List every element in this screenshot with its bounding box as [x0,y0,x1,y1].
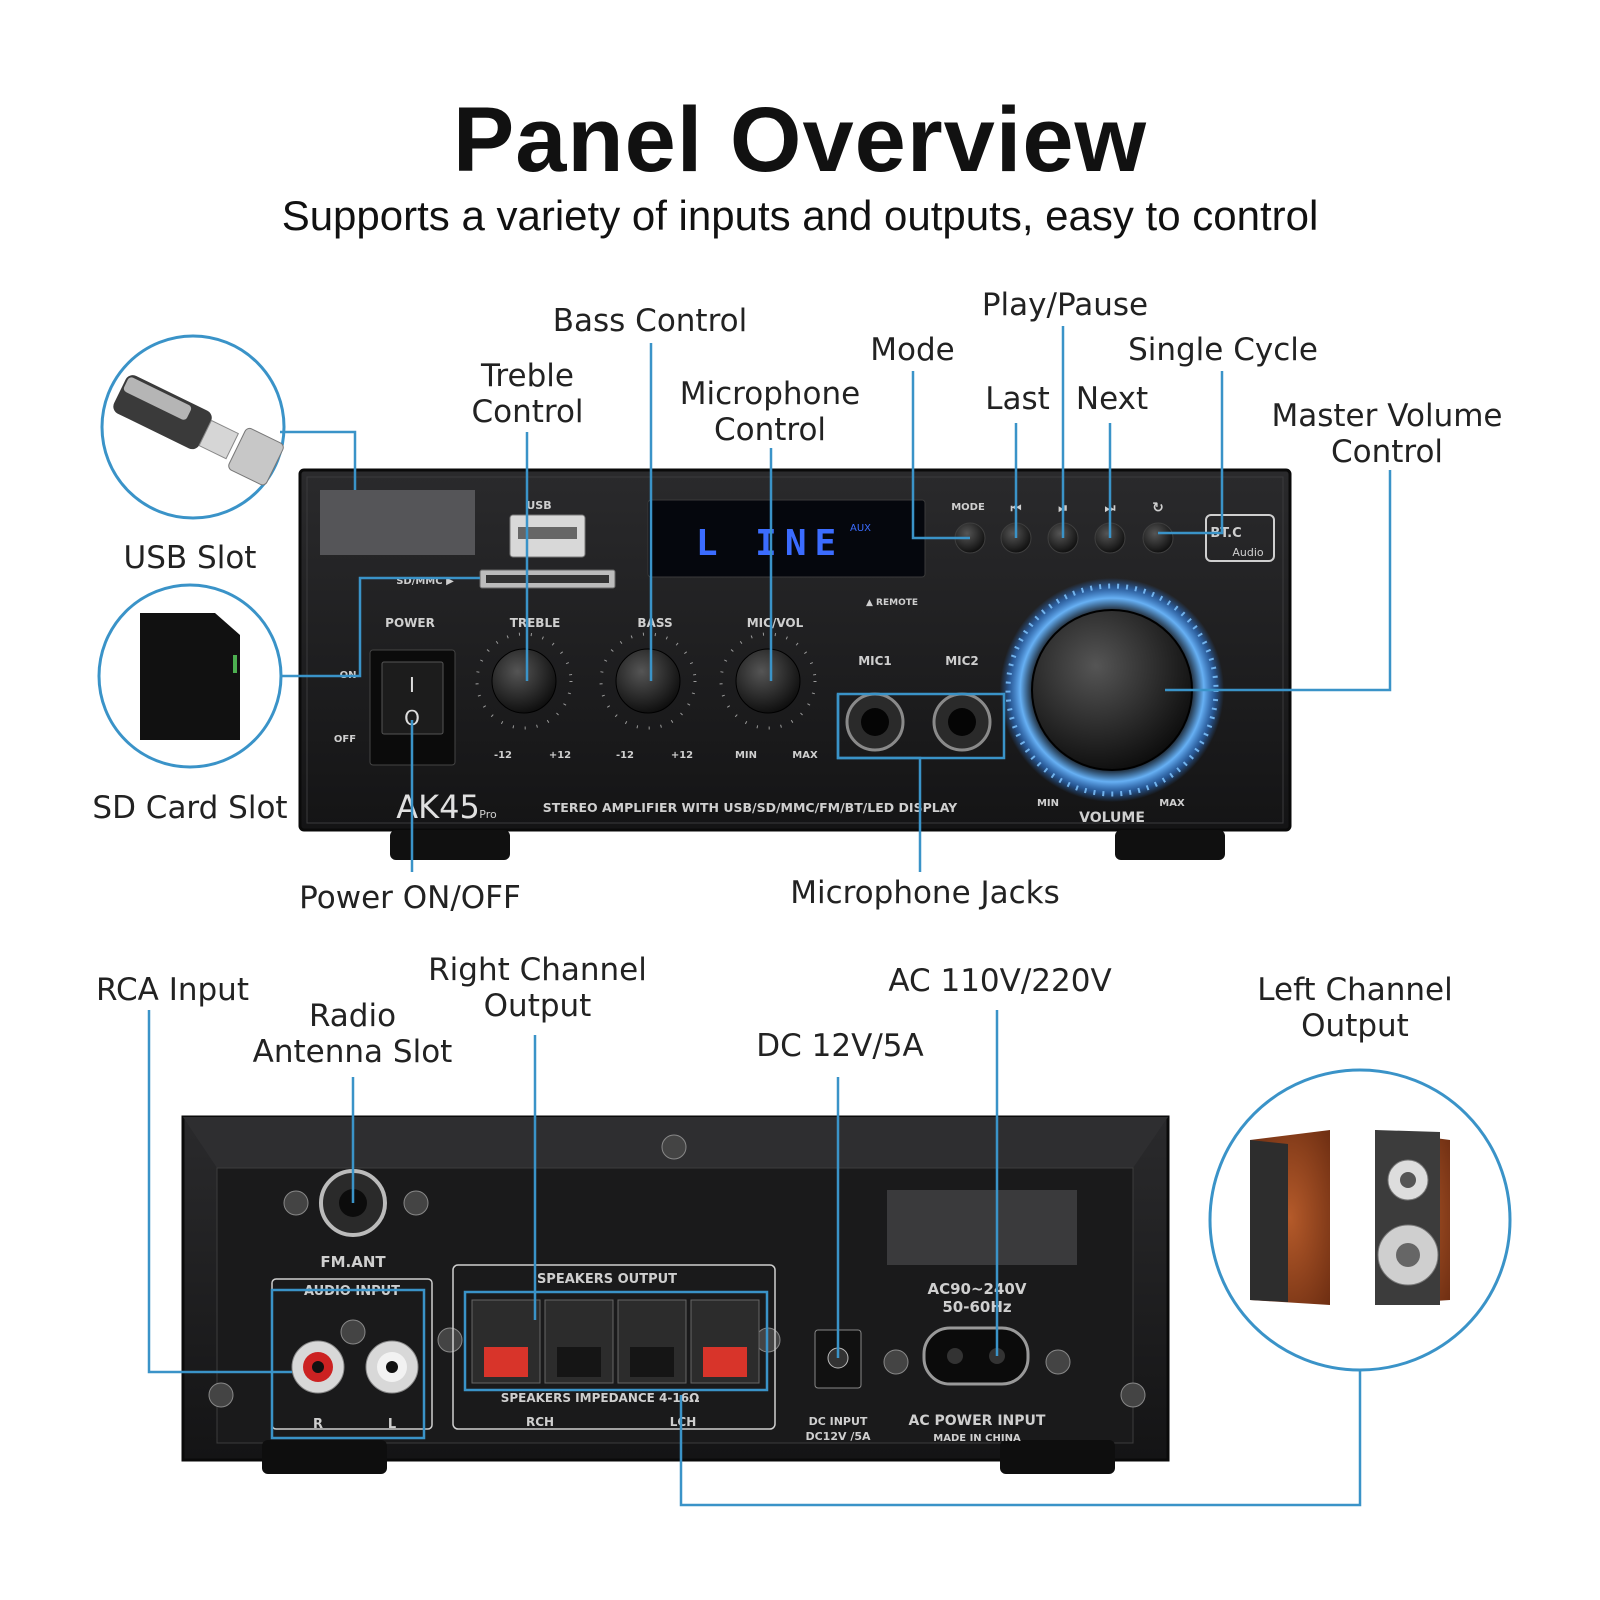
redacted-rear-block [887,1190,1077,1265]
ac-range-print: AC90~240V [928,1280,1027,1298]
callout-ac-input: AC 110V/220V [888,963,1112,999]
callout-play-pause: Play/Pause [981,287,1149,323]
treble-knob[interactable] [491,648,557,714]
treble-min-print: -12 [494,750,512,761]
callout-dc-input: DC 12V/5A [756,1028,924,1064]
sd-card-illustration [97,583,283,769]
redacted-logo-block [320,490,475,555]
rch-print: RCH [526,1415,554,1429]
front-foot-right [1115,830,1225,860]
mic2-print: MIC2 [945,654,979,668]
micvol-scale [719,632,817,730]
model-print: AK45 [396,788,480,826]
mic1-print: MIC1 [858,654,892,668]
bluetooth-logo [1205,514,1275,562]
bass-scale [599,632,697,730]
callout-bass-control: Bass Control [552,303,748,339]
callout-next: Next [1075,381,1149,417]
micvol-knob[interactable] [735,648,801,714]
usb-print: USB [526,499,551,512]
volume-max-print: MAX [1159,798,1185,809]
bass-max-print: +12 [671,750,693,761]
usb-stick-illustration [100,334,286,520]
display-readout: L INE [696,523,844,564]
micvol-print: MIC/VOL [747,616,804,630]
switch-on-mark: I [409,673,415,697]
rear-foot-right [1000,1440,1115,1474]
display-aux: AUX [850,523,871,534]
fm-ant-print: FM.ANT [320,1253,386,1271]
switch-off-mark: O [404,706,420,730]
callout-mode: Mode [870,332,955,368]
rca-l-print: L [388,1417,396,1432]
volume-min-print: MIN [1037,798,1059,809]
dc-rating-print: DC12V /5A [805,1430,871,1443]
rca-r-print: R [313,1417,323,1432]
lch-print: LCH [670,1415,697,1429]
micvol-min-print: MIN [735,750,757,761]
treble-print: TREBLE [510,616,561,630]
speakers-illustration [1208,1068,1512,1372]
dc-input-print: DC INPUT [809,1415,868,1428]
rear-panel: FM.ANT AUDIO INPUT R L SPEAKERS OUTPUT S… [181,1115,1170,1474]
ac-power-socket[interactable] [922,1326,1030,1386]
off-print: OFF [334,734,356,745]
rear-foot-left [262,1440,387,1474]
callout-rca-input: RCA Input [96,972,249,1008]
speakers-impedance-print: SPEAKERS IMPEDANCE 4-16Ω [501,1391,700,1405]
ac-freq-print: 50-60Hz [942,1298,1012,1316]
speakers-output-print: SPEAKERS OUTPUT [537,1272,677,1287]
page-subtitle: Supports a variety of inputs and outputs… [281,192,1319,239]
remote-print: ▲ REMOTE [866,598,918,608]
mode-print: MODE [951,502,985,513]
sd-print: SD/MMC ▶ [396,576,454,587]
audio-input-print: AUDIO INPUT [304,1284,400,1299]
bass-min-print: -12 [616,750,634,761]
front-panel: USB SD/MMC ▶ L INE AUX ▲ REMOTE MODE ⏮ ⏯… [298,468,1292,860]
bt-audio-print: Audio [1232,546,1264,559]
tagline-print: STEREO AMPLIFIER WITH USB/SD/MMC/FM/BT/L… [543,800,958,815]
front-foot-left [390,830,510,860]
volume-print: VOLUME [1079,810,1145,826]
single-cycle-button[interactable] [1142,522,1174,554]
bt-print: BT.C [1210,526,1241,541]
callout-last: Last [985,381,1050,417]
cycle-print: ↻ [1152,500,1164,516]
page-title: Panel Overview [452,89,1148,191]
micvol-max-print: MAX [792,750,818,761]
callout-lines [147,326,1392,1507]
callout-single-cycle: Single Cycle [1128,332,1318,368]
treble-max-print: +12 [549,750,571,761]
treble-scale [475,632,573,730]
power-print: POWER [385,616,435,630]
ac-power-input-print: AC POWER INPUT [909,1413,1046,1429]
model-pro-print: Pro [479,808,497,821]
callout-usb-slot: USB Slot [123,540,257,576]
made-in-print: MADE IN CHINA [933,1433,1021,1444]
callout-power-on-off: Power ON/OFF [299,880,521,916]
bass-print: BASS [637,616,672,630]
callout-sd-card-slot: SD Card Slot [92,790,288,826]
callout-microphone-jacks: Microphone Jacks [790,875,1060,911]
bass-knob[interactable] [615,648,681,714]
